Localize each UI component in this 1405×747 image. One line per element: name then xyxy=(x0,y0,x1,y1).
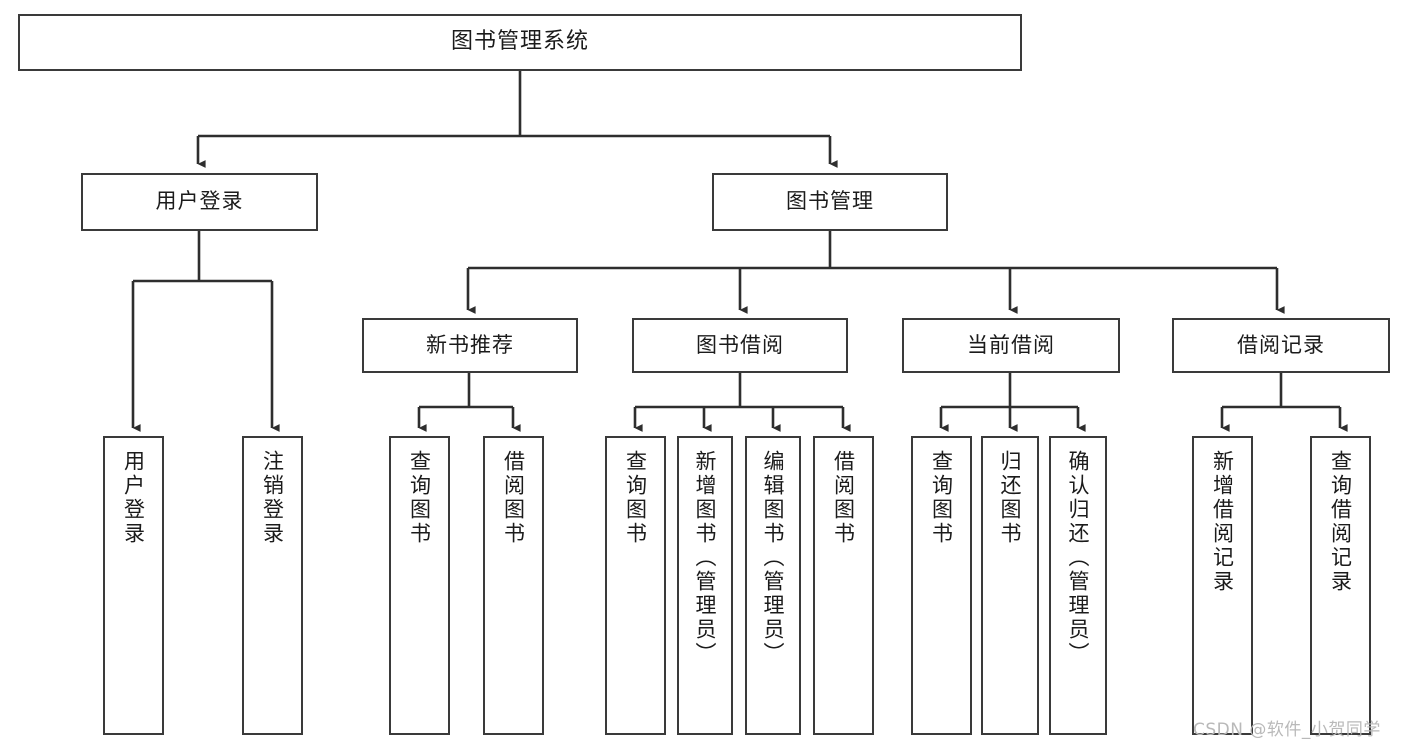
node-current-borrow[interactable]: 当前借阅 xyxy=(902,318,1120,373)
node-leaf-borrow-query-book-label: 查询图书 xyxy=(623,450,648,546)
node-leaf-current-return-book[interactable]: 归还图书 xyxy=(981,436,1039,735)
node-user-login[interactable]: 用户登录 xyxy=(81,173,318,231)
node-leaf-user-login-signin[interactable]: 用户登录 xyxy=(103,436,164,735)
node-leaf-current-return-book-label: 归还图书 xyxy=(998,450,1023,546)
node-leaf-record-query-record[interactable]: 查询借阅记录 xyxy=(1310,436,1371,735)
node-leaf-user-login-signout-label: 注销登录 xyxy=(260,450,285,546)
node-book-management-label: 图书管理 xyxy=(786,189,874,214)
node-root-system-label: 图书管理系统 xyxy=(450,29,589,55)
node-leaf-borrow-edit-book-label: 编辑图书（管理员） xyxy=(761,450,786,666)
node-root-system[interactable]: 图书管理系统 xyxy=(18,14,1022,71)
node-leaf-recommend-query-book-label: 查询图书 xyxy=(407,450,432,546)
node-leaf-borrow-query-book[interactable]: 查询图书 xyxy=(605,436,666,735)
node-new-book-recommend[interactable]: 新书推荐 xyxy=(362,318,578,373)
node-leaf-current-confirm-return[interactable]: 确认归还（管理员） xyxy=(1049,436,1107,735)
node-user-login-label: 用户登录 xyxy=(155,189,244,214)
node-leaf-current-query-book-label: 查询图书 xyxy=(929,450,954,546)
node-leaf-recommend-query-book[interactable]: 查询图书 xyxy=(389,436,450,735)
node-leaf-user-login-signout[interactable]: 注销登录 xyxy=(242,436,303,735)
node-book-borrow-label: 图书借阅 xyxy=(696,332,784,357)
node-leaf-record-query-record-label: 查询借阅记录 xyxy=(1328,450,1353,594)
node-borrow-record-label: 借阅记录 xyxy=(1237,332,1325,357)
node-leaf-borrow-add-book[interactable]: 新增图书（管理员） xyxy=(677,436,733,735)
node-leaf-borrow-edit-book[interactable]: 编辑图书（管理员） xyxy=(745,436,801,735)
node-book-management[interactable]: 图书管理 xyxy=(712,173,948,231)
node-leaf-borrow-borrow-book-label: 借阅图书 xyxy=(831,450,856,546)
node-leaf-recommend-borrow-book[interactable]: 借阅图书 xyxy=(483,436,544,735)
node-current-borrow-label: 当前借阅 xyxy=(967,332,1055,357)
node-book-borrow[interactable]: 图书借阅 xyxy=(632,318,848,373)
node-leaf-record-add-record[interactable]: 新增借阅记录 xyxy=(1192,436,1253,735)
node-borrow-record[interactable]: 借阅记录 xyxy=(1172,318,1390,373)
node-leaf-user-login-signin-label: 用户登录 xyxy=(121,450,146,546)
node-leaf-borrow-borrow-book[interactable]: 借阅图书 xyxy=(813,436,874,735)
node-leaf-record-add-record-label: 新增借阅记录 xyxy=(1210,450,1235,594)
node-leaf-borrow-add-book-label: 新增图书（管理员） xyxy=(693,450,718,666)
node-leaf-recommend-borrow-book-label: 借阅图书 xyxy=(501,450,526,546)
node-new-book-recommend-label: 新书推荐 xyxy=(426,332,514,357)
node-leaf-current-confirm-return-label: 确认归还（管理员） xyxy=(1066,450,1091,666)
node-leaf-current-query-book[interactable]: 查询图书 xyxy=(911,436,972,735)
